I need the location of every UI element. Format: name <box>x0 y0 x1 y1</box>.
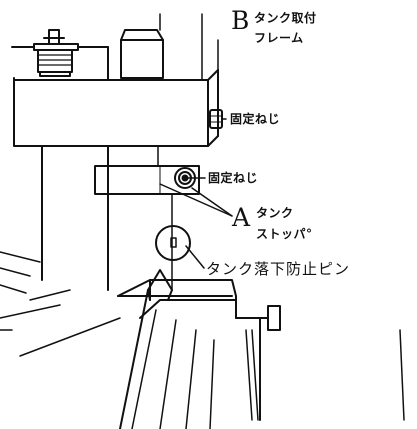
label-drop-prevention-pin: タンク落下防止ピン <box>206 260 351 278</box>
label-b-letter: B <box>231 6 250 35</box>
frame-screw <box>209 109 223 129</box>
tank-body <box>117 279 405 421</box>
label-screw-frame: 固定ねじ <box>230 112 281 126</box>
label-screw-stopper: 固定ねじ <box>208 171 259 185</box>
motor-block <box>120 29 164 79</box>
tank-wall-lines <box>119 269 215 429</box>
tank-stopper <box>94 165 200 195</box>
label-a-letter: A <box>232 203 251 232</box>
label-b-line2: フレーム <box>254 31 304 45</box>
reel-drawing <box>11 29 109 77</box>
label-b-line1: タンク取付 <box>254 11 317 25</box>
tank-mounting-frame <box>13 39 219 147</box>
label-a-line1: タンク <box>256 206 294 220</box>
drop-prevention-pin <box>155 225 191 261</box>
label-a-line2: ストッパ° <box>256 227 313 241</box>
